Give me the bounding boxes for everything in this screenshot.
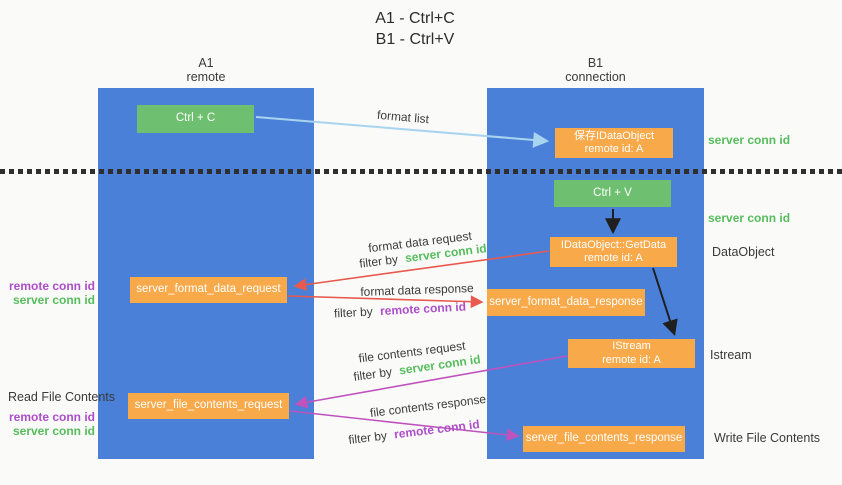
- left-column-header: A1 remote: [98, 56, 314, 84]
- getdata-line1: IDataObject::GetData: [560, 238, 667, 251]
- save-idataobject-line1: 保存IDataObject: [573, 129, 655, 142]
- istream-line2: remote id: A: [602, 353, 661, 366]
- title-line-1: A1 - Ctrl+C: [375, 10, 455, 27]
- write-file-contents-annotation: Write File Contents: [714, 431, 821, 445]
- server-conn-id-annotation-top: server conn id: [708, 133, 791, 147]
- ctrl-v-box: Ctrl + V: [554, 180, 671, 207]
- format-list-arrow: [255, 116, 550, 148]
- server-format-data-response-box: server_format_data_response: [487, 289, 645, 316]
- save-idataobject-box: 保存IDataObject remote id: A: [555, 128, 673, 158]
- file-contents-response-arrow: [289, 410, 520, 442]
- server-file-contents-request-box: server_file_contents_request: [128, 393, 289, 419]
- istream-annotation: Istream: [710, 348, 752, 362]
- getdata-box: IDataObject::GetData remote id: A: [550, 237, 677, 267]
- getdata-to-istream-arrow: [652, 267, 678, 337]
- server-conn-id-annotation: server conn id: [12, 424, 95, 438]
- getdata-line2: remote id: A: [584, 252, 643, 264]
- dotted-divider-line: [0, 169, 842, 174]
- diagram-title: A1 - Ctrl+C B1 - Ctrl+V: [320, 8, 510, 50]
- dataobject-annotation: DataObject: [712, 245, 775, 259]
- format-data-response-arrow: [287, 295, 484, 309]
- right-column-name: B1: [587, 56, 604, 70]
- server-file-contents-response-label: server_file_contents_response: [525, 432, 683, 445]
- ctrl-c-label: Ctrl + C: [175, 112, 216, 125]
- remote-conn-id-annotation: remote conn id: [8, 410, 95, 424]
- ctrl-c-box: Ctrl + C: [137, 105, 254, 133]
- format-data-request-arrow: [293, 250, 550, 291]
- remote-conn-id-annotation: remote conn id: [8, 279, 95, 293]
- server-conn-id-annotation: server conn id: [12, 293, 95, 307]
- server-format-data-request-label: server_format_data_request: [136, 283, 281, 296]
- file-contents-request-arrow: [294, 355, 568, 409]
- left-column-role: remote: [186, 70, 226, 84]
- server-file-contents-request-label: server_file_contents_request: [134, 399, 283, 412]
- server-file-contents-response-box: server_file_contents_response: [523, 426, 685, 452]
- title-line-2: B1 - Ctrl+V: [375, 31, 455, 48]
- filter-by-text: filter by: [333, 304, 374, 321]
- right-column-role: connection: [565, 70, 626, 84]
- left-column-name: A1: [198, 56, 214, 70]
- server-format-data-request-box: server_format_data_request: [130, 277, 287, 303]
- read-file-contents-annotation: Read File Contents: [8, 390, 116, 404]
- ctrl-v-label: Ctrl + V: [593, 186, 632, 199]
- right-column-header: B1 connection: [487, 56, 704, 84]
- left-mid-conn-id-stack: remote conn id server conn id: [0, 279, 95, 307]
- left-bottom-conn-id-stack: remote conn id server conn id: [0, 410, 95, 438]
- save-idataobject-line2: remote id: A: [584, 143, 644, 155]
- server-format-data-response-label: server_format_data_response: [489, 295, 643, 308]
- server-conn-id-annotation-mid: server conn id: [708, 211, 791, 225]
- istream-box: IStream remote id: A: [568, 339, 695, 368]
- istream-line1: IStream: [612, 340, 651, 352]
